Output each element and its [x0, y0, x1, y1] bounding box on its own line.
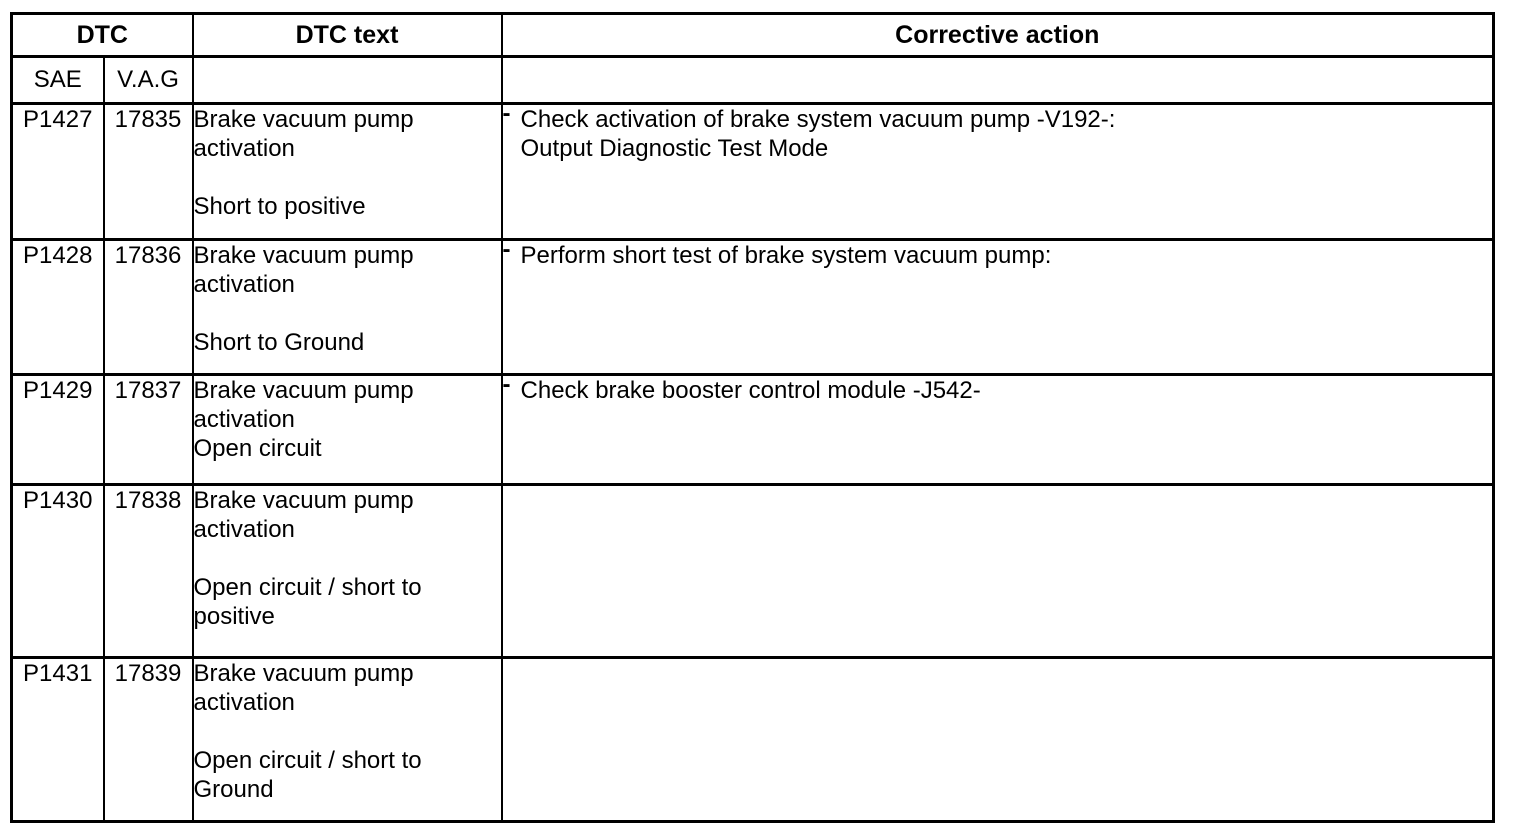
dtc-text-line: activation: [193, 406, 295, 433]
dtc-sae-code: P1427: [10, 102, 105, 241]
corrective-action-lines: Perform short test of brake system vacuu…: [521, 241, 1493, 270]
blank-line: [194, 717, 501, 746]
corrective-action-item: -Check brake booster control module -J54…: [503, 371, 1493, 405]
col-header-dtc-text: DTC text: [191, 12, 503, 58]
header-row-groups: DTC DTC text Corrective action: [10, 12, 1495, 58]
dtc-vag-code: 17836: [102, 238, 194, 376]
table-header: DTC DTC text Corrective action SAE V.A.G: [10, 12, 1495, 105]
dtc-text-line: activation: [193, 689, 295, 716]
col-header-vag: V.A.G: [102, 55, 194, 105]
dtc-text-line: Brake vacuum pump: [193, 106, 414, 133]
corrective-action-line: Output Diagnostic Test Mode: [520, 135, 829, 162]
corrective-action-lines: Check brake booster control module -J542…: [521, 376, 1493, 405]
dtc-vag-code: 17838: [102, 483, 194, 659]
dtc-vag-code: 17839: [102, 656, 194, 823]
dtc-sae-code: P1429: [10, 373, 105, 486]
dtc-text-line: activation: [193, 516, 295, 543]
blank-line: [194, 163, 501, 192]
col-header-sae: SAE: [10, 55, 105, 105]
dtc-text-line: Ground: [193, 776, 274, 803]
dtc-text-line: activation: [193, 135, 295, 162]
col-header-action-empty: [500, 55, 1495, 105]
dtc-text-line: activation: [193, 271, 295, 298]
dtc-sae-code: P1428: [10, 238, 105, 376]
corrective-action-cell: -Perform short test of brake system vacu…: [500, 236, 1495, 376]
dtc-sae-code: P1431: [10, 656, 105, 823]
corrective-action-item: -Check activation of brake system vacuum…: [503, 100, 1493, 163]
dtc-sae-code: P1430: [10, 483, 105, 659]
dash-bullet-icon: -: [502, 100, 511, 127]
corrective-action-cell: -Check activation of brake system vacuum…: [500, 100, 1495, 241]
dtc-text-line: Short to positive: [193, 193, 366, 220]
col-header-corrective-action: Corrective action: [500, 12, 1495, 58]
corrective-action-cell: [500, 483, 1495, 659]
blank-line: [194, 299, 501, 328]
dtc-text-line: Brake vacuum pump: [193, 487, 414, 514]
corrective-action-lines: Check activation of brake system vacuum …: [521, 105, 1493, 163]
dtc-text-line: Short to Ground: [193, 329, 365, 356]
dtc-text-line: Brake vacuum pump: [193, 660, 414, 687]
dtc-vag-code: 17835: [102, 102, 194, 241]
col-header-dtc: DTC: [10, 12, 194, 58]
dtc-text-line: Open circuit / short to: [193, 747, 422, 774]
dtc-text-line: Open circuit: [193, 435, 322, 462]
dtc-text-line: positive: [193, 603, 275, 630]
dtc-vag-code: 17837: [102, 373, 194, 486]
header-row-subcolumns: SAE V.A.G: [10, 55, 1495, 105]
corrective-action-line: Check activation of brake system vacuum …: [520, 106, 1116, 133]
dtc-text-line: Brake vacuum pump: [193, 377, 414, 404]
col-header-dtc-text-empty: [191, 55, 503, 105]
dash-bullet-icon: -: [502, 236, 511, 263]
corrective-action-line: Check brake booster control module -J542…: [520, 377, 981, 404]
dtc-text-line: Open circuit / short to: [193, 574, 422, 601]
corrective-action-line: Perform short test of brake system vacuu…: [520, 242, 1052, 269]
dtc-text-line: Brake vacuum pump: [193, 242, 414, 269]
corrective-action-cell: -Check brake booster control module -J54…: [500, 371, 1495, 486]
blank-line: [194, 544, 501, 573]
corrective-action-cell: [500, 656, 1495, 823]
dtc-table: DTC DTC text Corrective action SAE V.A.G…: [10, 12, 1496, 823]
dash-bullet-icon: -: [502, 371, 511, 398]
corrective-action-item: -Perform short test of brake system vacu…: [503, 236, 1493, 270]
